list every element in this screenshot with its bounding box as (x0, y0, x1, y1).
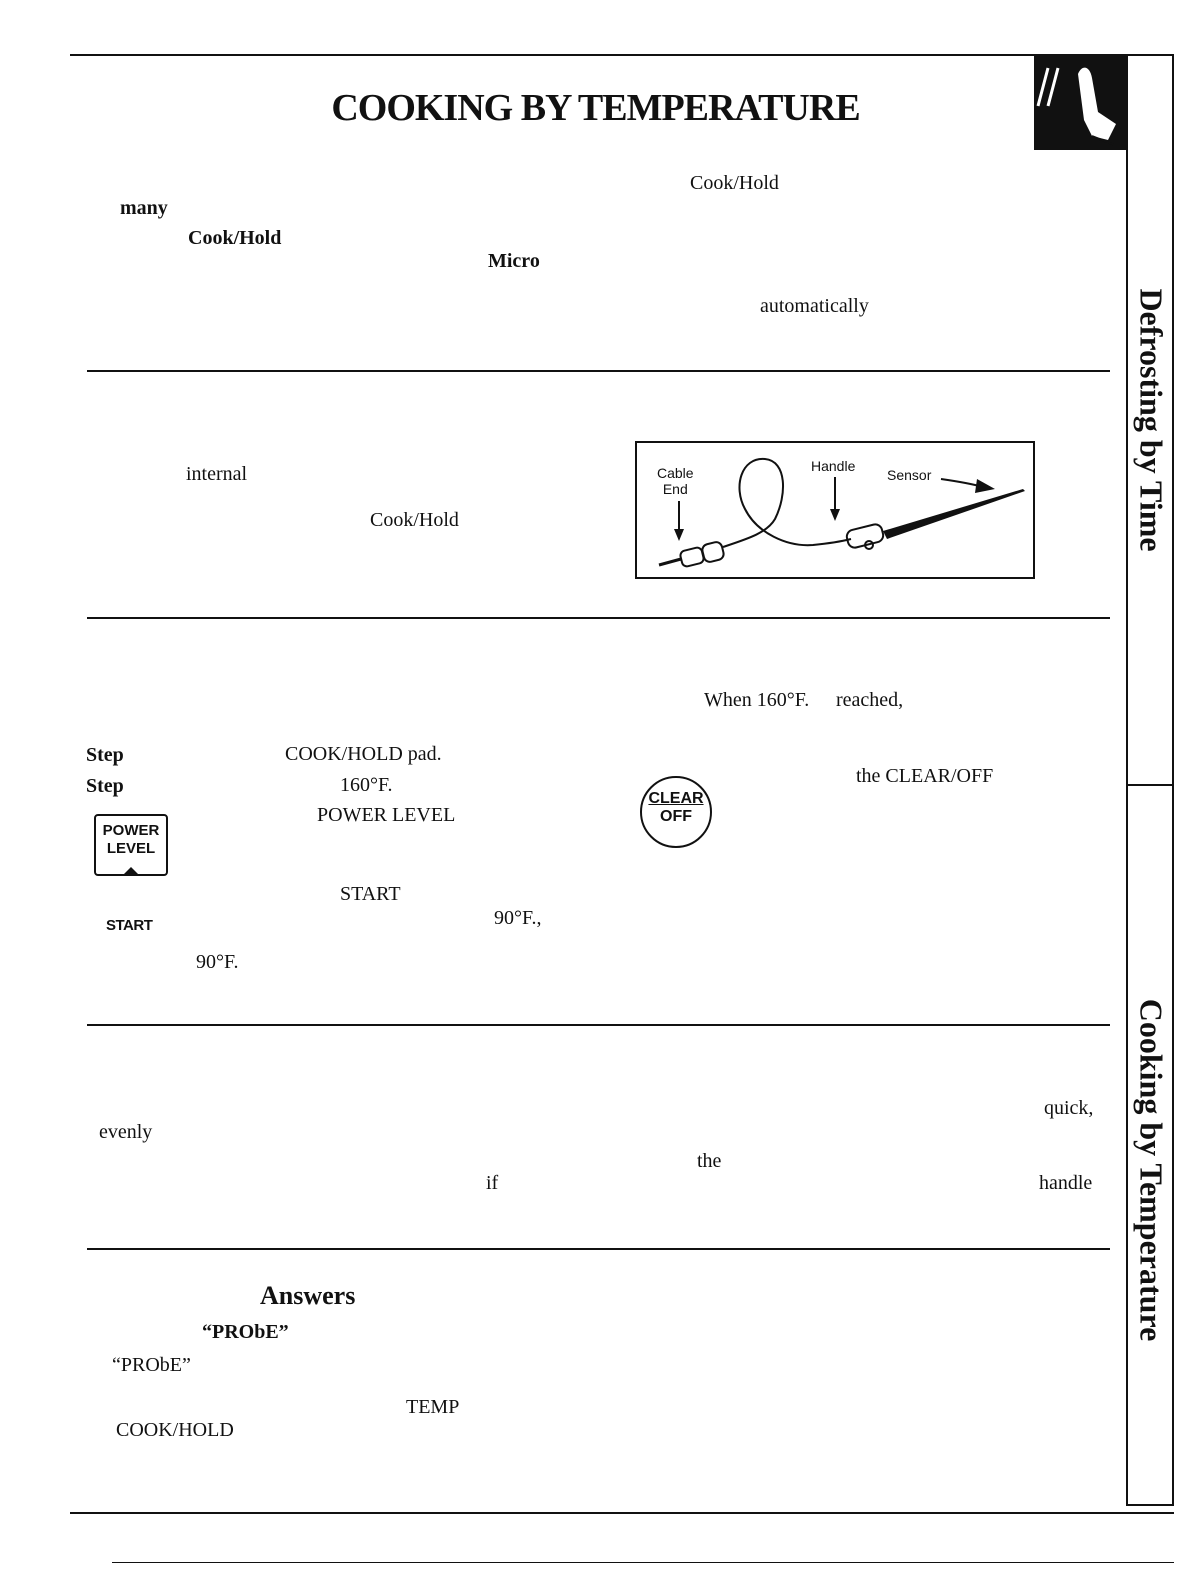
temp-90-b: 90°F. (196, 951, 239, 973)
step-1-label: Step (86, 744, 124, 766)
probe-word-internal: internal (186, 463, 248, 485)
tab-cooking-by-temperature[interactable]: Cooking by Temperature (1128, 900, 1174, 1440)
probe-label-end: End (662, 481, 688, 497)
temperature-probe-diagram: Cable End Handle Sensor (635, 441, 1035, 579)
tab-defrosting-by-time-label: Defrosting by Time (1133, 288, 1170, 552)
power-level-key[interactable]: POWER LEVEL (94, 814, 168, 876)
probe-label-cable-end: Cable End (657, 465, 694, 497)
top-rule (70, 54, 1128, 56)
section-rule-4 (87, 1248, 1110, 1250)
start-key[interactable]: START (106, 917, 153, 934)
probe-label-cable: Cable (657, 465, 694, 481)
start-text: START (340, 883, 401, 905)
tab-cooking-by-temperature-label: Cooking by Temperature (1133, 998, 1170, 1342)
section-rule-2 (87, 617, 1110, 619)
hand-pointing-icon (1034, 54, 1128, 150)
bottom-rule (70, 1512, 1174, 1514)
tips-evenly: evenly (99, 1121, 153, 1143)
steps-when-160: When 160°F. (704, 689, 810, 711)
page-title: COOKING BY TEMPERATURE (331, 87, 860, 129)
up-triangle-icon (123, 867, 139, 875)
side-tab-frame (1126, 54, 1174, 1506)
intro-word-cook-hold-bold: Cook/Hold (188, 227, 282, 249)
probe-label-sensor: Sensor (887, 467, 932, 483)
clear-off-text: the CLEAR/OFF (856, 765, 994, 787)
qa-cook-hold: COOK/HOLD (116, 1419, 234, 1441)
section-rule-3 (87, 1024, 1110, 1026)
power-level-key-line2: LEVEL (106, 840, 156, 857)
tips-if: if (486, 1172, 499, 1194)
step-2-text: 160°F. (340, 774, 393, 796)
tips-handle: handle (1039, 1172, 1093, 1194)
step-1-text: COOK/HOLD pad. (285, 743, 442, 765)
tab-defrosting-by-time[interactable]: Defrosting by Time (1128, 160, 1174, 680)
section-rule-1 (87, 370, 1110, 372)
footer-rule (112, 1562, 1174, 1563)
qa-answers-heading: Answers (260, 1281, 356, 1310)
power-level-text: POWER LEVEL (317, 804, 456, 826)
tips-the: the (697, 1150, 722, 1172)
power-level-key-line1: POWER (102, 822, 160, 839)
temp-90-a: 90°F., (494, 907, 542, 929)
clear-off-key[interactable]: CLEAR OFF (640, 776, 712, 848)
qa-probe-bold: “PRObE” (202, 1321, 289, 1343)
qa-probe: “PRObE” (112, 1354, 191, 1376)
intro-word-many: many (120, 197, 168, 219)
tips-quick: quick, (1044, 1097, 1094, 1119)
step-2-label: Step (86, 775, 124, 797)
intro-word-cook-hold: Cook/Hold (690, 172, 779, 194)
side-tab-divider (1126, 784, 1174, 786)
probe-label-handle: Handle (811, 458, 856, 474)
steps-reached: reached, (836, 689, 904, 711)
intro-word-micro: Micro (488, 250, 540, 272)
clear-off-key-line1: CLEAR (648, 790, 704, 807)
clear-off-key-line2: OFF (660, 808, 692, 825)
probe-word-cook-hold: Cook/Hold (370, 509, 459, 531)
intro-word-automatically: automatically (760, 295, 869, 317)
qa-temp: TEMP (406, 1396, 460, 1418)
